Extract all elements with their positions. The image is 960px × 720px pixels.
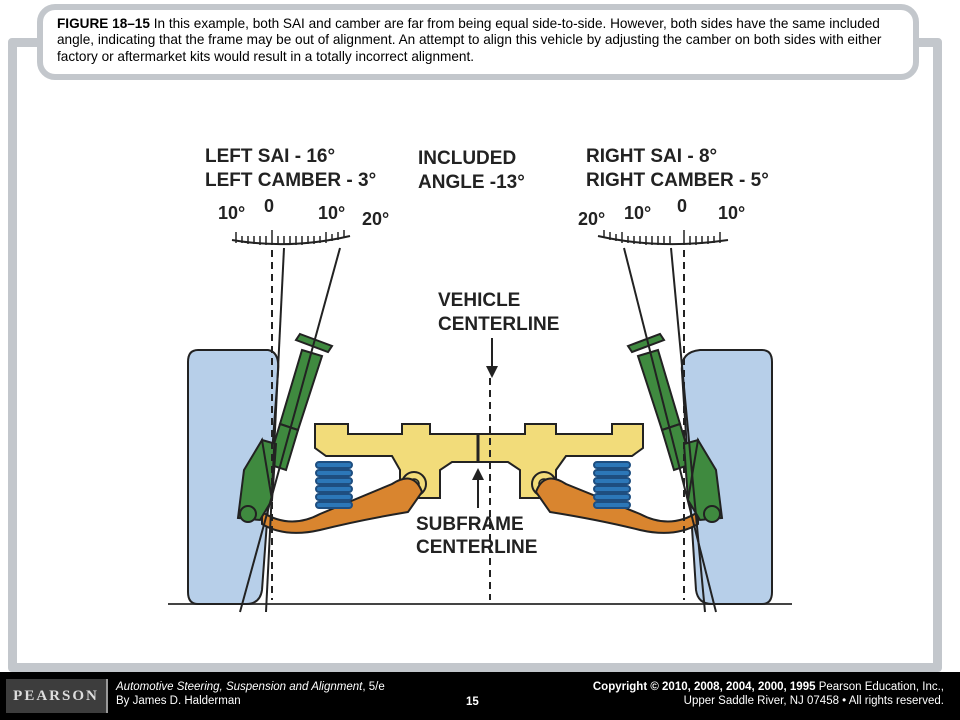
right-scale-label-0: 0 [677,196,687,216]
subframe-centerline-label-2: CENTERLINE [416,537,537,558]
left-scale-label-10-in: 10° [318,203,345,223]
right-scale-label-10-out: 10° [718,203,745,223]
left-scale-label-0: 0 [264,196,274,216]
book-author: By James D. Halderman [116,695,241,707]
subframe-centerline-label-1: SUBFRAME [416,514,524,535]
right-scale-ticks [603,230,721,245]
right-coil-spring [593,461,631,509]
left-scale-ticks [235,230,345,245]
right-sai-line [623,247,717,613]
book-edition: , 5/e [362,681,385,693]
book-info: Automotive Steering, Suspension and Alig… [116,680,385,708]
book-title: Automotive Steering, Suspension and Alig… [116,681,363,693]
subframe-centerline-arrowhead [472,468,484,480]
figure-label: FIGURE 18–15 [57,16,150,31]
copyright-publisher: Pearson Education, Inc., [815,681,944,693]
page-number: 15 [466,696,479,708]
left-camber-line [265,247,285,613]
figure-caption: FIGURE 18–15 In this example, both SAI a… [37,4,919,80]
copyright: Copyright © 2010, 2008, 2004, 2000, 1995… [593,680,944,708]
left-sai-label: LEFT SAI - 16° [205,146,335,167]
left-camber-label: LEFT CAMBER - 3° [205,170,376,191]
left-sai-line [239,247,341,613]
vehicle-centerline-label-1: VEHICLE [438,290,520,311]
pearson-logo: PEARSON [6,679,108,713]
vehicle-centerline-label-2: CENTERLINE [438,314,559,335]
right-degree-scale [597,235,729,246]
copyright-years: Copyright © 2010, 2008, 2004, 2000, 1995 [592,681,816,693]
included-angle-label-1: INCLUDED [418,148,516,169]
left-scale-label-10-out: 10° [218,203,245,223]
right-camber-label: RIGHT CAMBER - 5° [586,170,769,191]
right-sai-label: RIGHT SAI - 8° [586,146,717,167]
included-angle-label-2: ANGLE -13° [418,172,525,193]
copyright-address: Upper Saddle River, NJ 07458 • All right… [683,695,944,707]
right-camber-line [670,247,706,613]
right-scale-label-10-in: 10° [624,203,651,223]
right-scale-label-20: 20° [578,209,605,229]
left-coil-spring [315,461,353,509]
slide-footer: PEARSON Automotive Steering, Suspension … [0,672,960,720]
caption-text: In this example, both SAI and camber are… [57,16,882,64]
left-scale-label-20: 20° [362,209,389,229]
vehicle-centerline-arrowhead [486,366,498,378]
